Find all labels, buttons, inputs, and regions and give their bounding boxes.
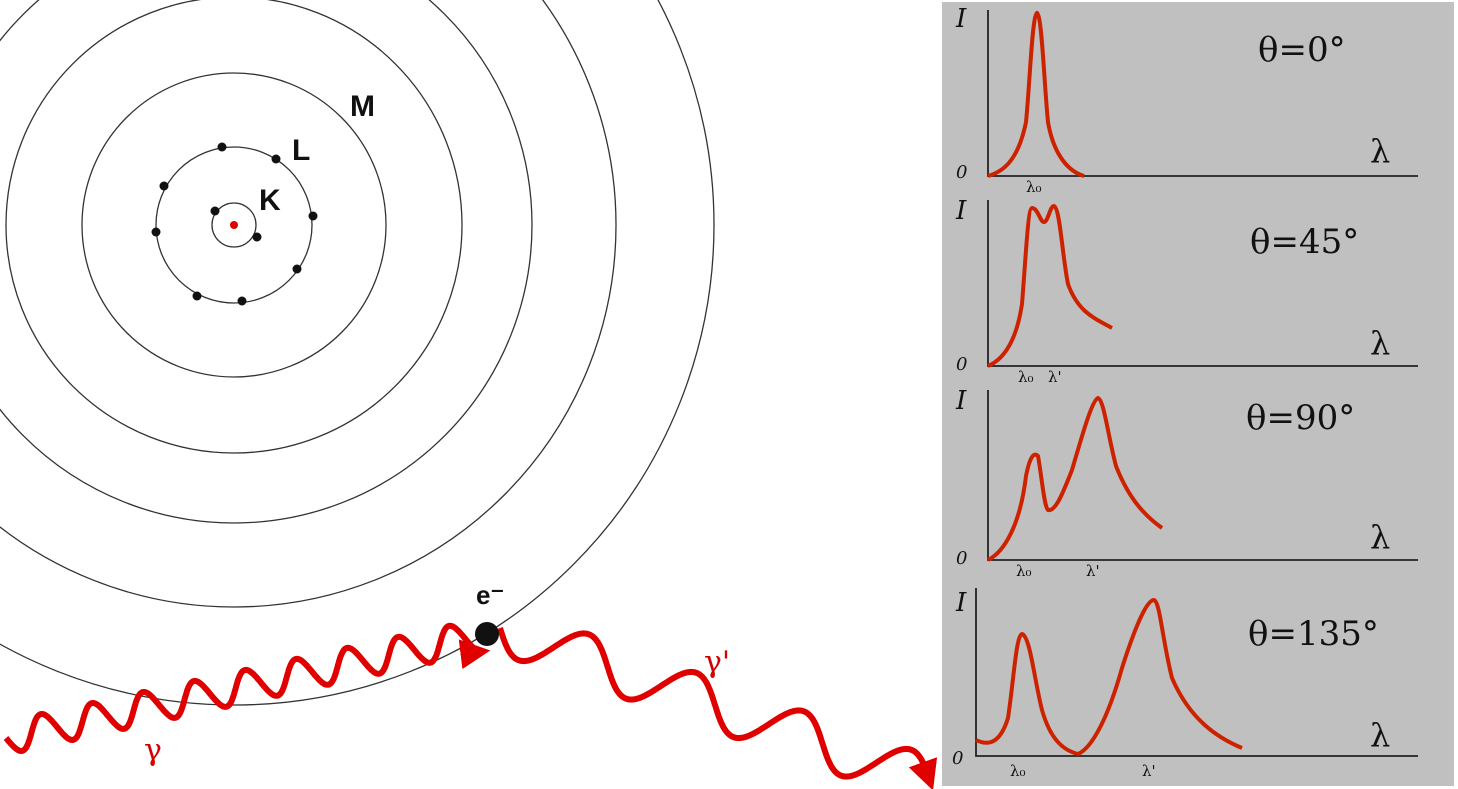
shell-label-m: M [350,90,375,123]
spectrum-plot-45-svg [987,200,1418,368]
x-axis-label: λ [1370,518,1391,556]
spectrum-plot-135-svg [975,588,1418,757]
tick-lambda-prime: λ' [1142,762,1156,780]
tick-lambda0: λ₀ [1010,762,1026,780]
shell-label-l: L [292,134,310,167]
origin-label: 0 [956,162,968,183]
shell-5 [0,0,533,524]
origin-label: 0 [956,548,968,569]
spectrum-plot-90-svg [986,390,1418,562]
y-axis-label: I [956,196,967,226]
tick-lambda0: λ₀ [1026,178,1042,196]
nucleus [230,221,238,229]
origin-label: 0 [952,748,964,769]
shell-k [211,202,257,248]
angle-label: θ=45° [1250,222,1360,262]
tick-lambda-prime: λ' [1048,368,1062,386]
shell-l [155,146,313,304]
spectrum-plot-0-svg [987,10,1418,178]
y-axis-label: I [956,588,967,618]
shell-label-k: K [259,184,281,217]
scattered-photon-wave [497,626,938,789]
shell-6 [0,0,617,608]
incident-photon-wave [3,622,491,755]
incident-photon-label: γ [144,733,162,768]
tick-lambda0: λ₀ [1018,368,1034,386]
angle-label: θ=0° [1258,30,1346,70]
origin-label: 0 [956,354,968,375]
shell-4 [5,0,463,454]
angle-label: θ=135° [1248,614,1379,654]
x-axis-label: λ [1370,324,1391,362]
angle-label: θ=90° [1246,398,1356,438]
shell-7 [0,0,715,706]
bound-electrons [151,142,318,306]
spectrum-plot-135: I 0 λ λ₀ λ' θ=135° [942,578,1454,786]
free-electron [475,622,499,646]
x-axis-label: λ [1370,716,1391,754]
x-axis-label: λ [1370,132,1391,170]
spectra-panel: I 0 λ λ₀ θ=0° I 0 λ λ₀ λ' θ=45° I 0 λ λ₀… [942,2,1454,786]
tick-lambda-prime: λ' [1086,562,1100,580]
y-axis-label: I [956,4,967,34]
electron-shells [0,0,715,706]
spectrum-plot-45: I 0 λ λ₀ λ' θ=45° [942,194,1454,386]
electron-label: e⁻ [476,580,504,610]
scattered-photon-label: γ' [704,645,730,680]
y-axis-label: I [956,386,967,416]
tick-lambda0: λ₀ [1016,562,1032,580]
shell-m [81,72,387,378]
spectrum-plot-0: I 0 λ λ₀ θ=0° [942,2,1454,196]
spectrum-plot-90: I 0 λ λ₀ λ' θ=90° [942,386,1454,580]
